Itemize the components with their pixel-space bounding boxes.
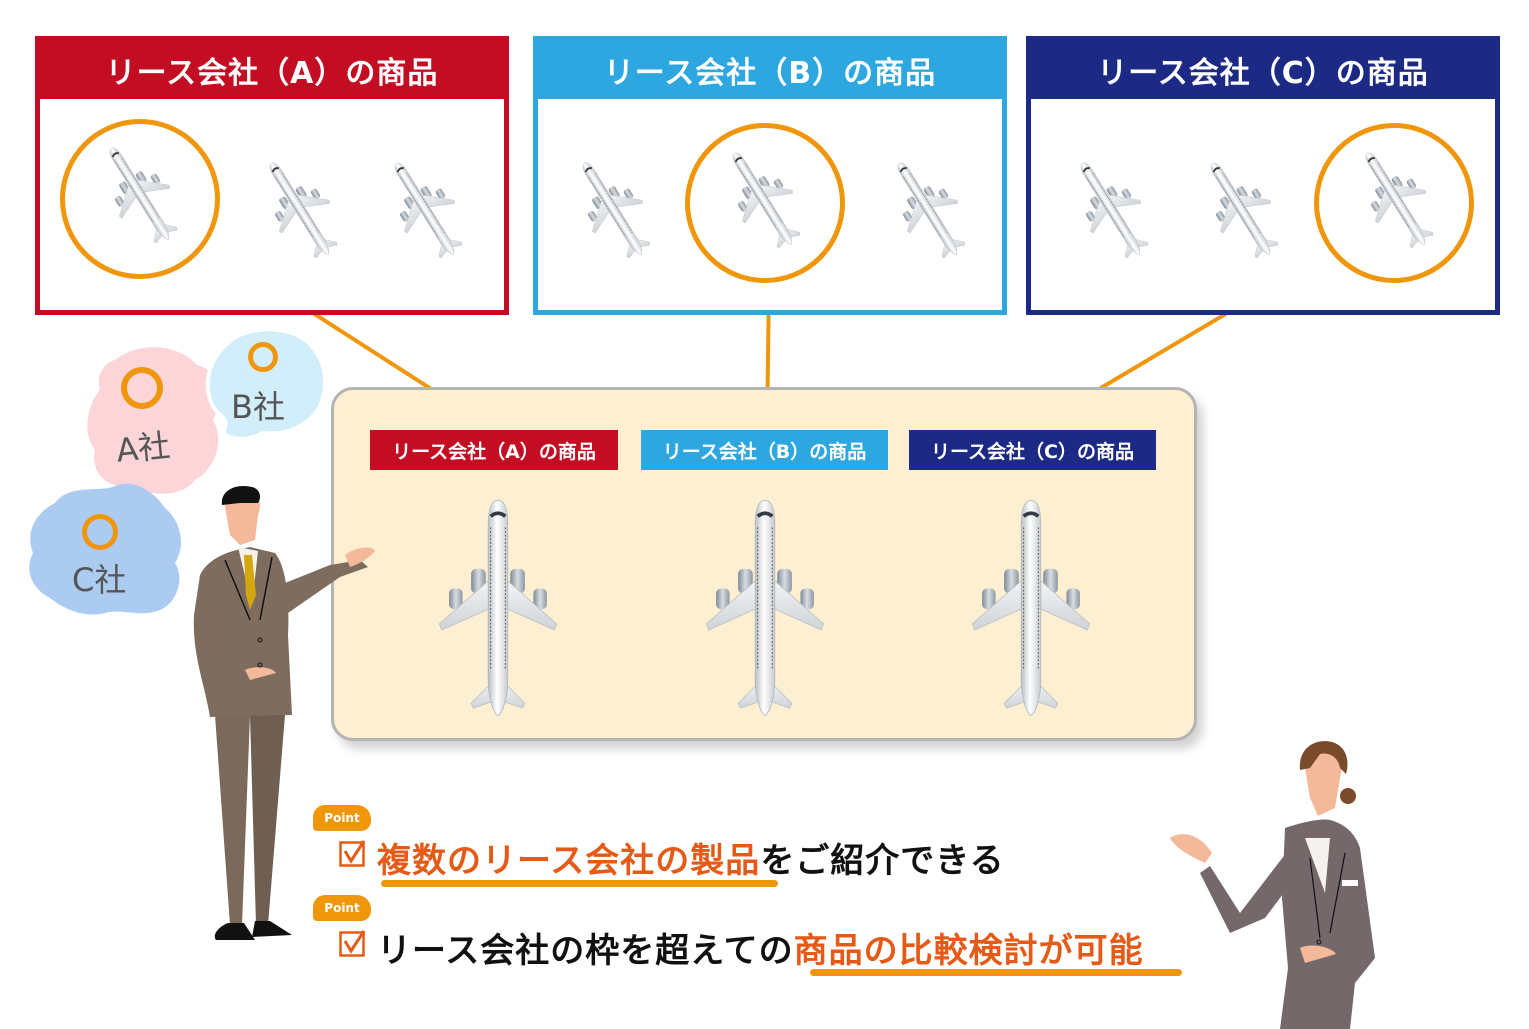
company-a-box: リース会社（A）の商品 — [35, 36, 509, 315]
bubble-label-a: A社 — [114, 426, 172, 470]
airplane-icon-a — [437, 498, 559, 718]
point-2-highlight: 商品の比較検討が可能 — [793, 931, 1144, 971]
circle-mark-a — [121, 367, 163, 409]
point-2-underline — [810, 969, 1182, 976]
point-1-rest: をご紹介できる — [760, 841, 1005, 881]
highlight-ring — [1314, 123, 1474, 283]
bubble-label-b: B社 — [231, 388, 285, 426]
point-line-1: 複数のリース会社の製品をご紹介できる — [377, 833, 1005, 882]
tag-company-b: リース会社（B）の商品 — [641, 430, 888, 470]
businesswoman-illustration — [1170, 741, 1375, 1029]
company-c-box: リース会社（C）の商品 — [1026, 36, 1500, 315]
company-a-title: リース会社（A）の商品 — [40, 41, 504, 99]
airplane-icon — [558, 154, 668, 264]
point-2-lead: リース会社の枠を超えての — [377, 931, 794, 971]
highlight-ring — [685, 123, 845, 283]
checkbox-checked-icon — [339, 840, 366, 867]
company-c-products — [1031, 99, 1495, 310]
airplane-icon — [85, 139, 195, 249]
company-c-title: リース会社（C）の商品 — [1031, 41, 1495, 99]
tag-company-a: リース会社（A）の商品 — [370, 430, 618, 470]
bubble-label-c: C社 — [72, 561, 127, 599]
point-1-underline — [381, 880, 778, 887]
point-line-2: リース会社の枠を超えての商品の比較検討が可能 — [377, 923, 1144, 972]
highlight-ring — [60, 119, 220, 279]
airplane-icon — [1186, 154, 1296, 264]
company-a-products — [40, 99, 504, 310]
airplane-icon — [1341, 144, 1451, 254]
point-badge-2: Point — [313, 895, 371, 921]
airplane-icon — [370, 154, 480, 264]
businessman-illustration — [193, 485, 375, 940]
tag-company-c: リース会社（C）の商品 — [909, 430, 1156, 470]
company-b-box: リース会社（B）の商品 — [533, 36, 1007, 315]
circle-mark-c — [82, 514, 118, 550]
company-b-title: リース会社（B）の商品 — [538, 41, 1002, 99]
airplane-icon — [708, 144, 818, 254]
thought-bubble-a — [87, 347, 219, 494]
point-1-highlight: 複数のリース会社の製品 — [377, 841, 761, 881]
airplane-icon-b — [704, 498, 826, 718]
airplane-icon — [873, 154, 983, 264]
airplane-icon-c — [970, 498, 1092, 718]
airplane-icon — [1056, 154, 1166, 264]
airplane-icon — [245, 154, 355, 264]
point-badge-1: Point — [313, 805, 371, 831]
circle-mark-b — [248, 342, 278, 372]
checkbox-checked-icon — [339, 930, 366, 957]
thought-bubble-b — [205, 327, 328, 441]
company-b-products — [538, 99, 1002, 310]
